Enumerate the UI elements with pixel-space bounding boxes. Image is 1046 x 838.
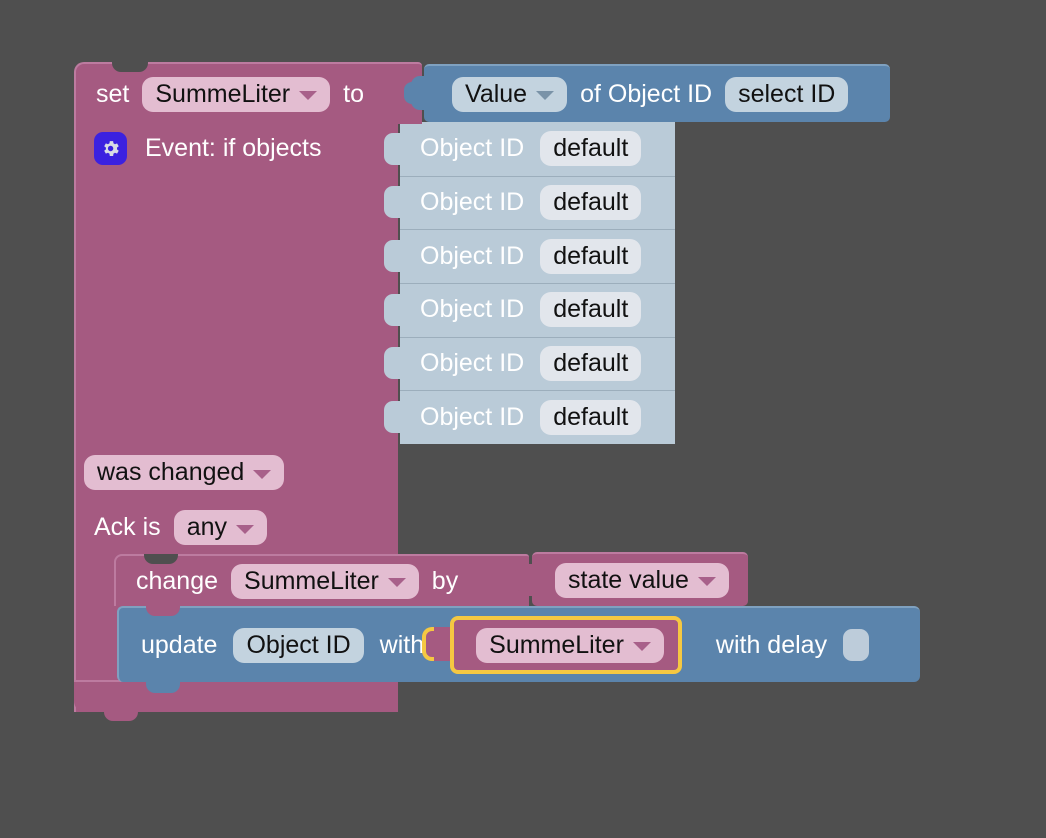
trigger-dropdown-row[interactable]: was changed <box>84 455 285 490</box>
object-id-row-connector <box>384 240 405 273</box>
object-id-label: Object ID <box>420 187 525 216</box>
ack-label: Ack is <box>94 513 161 541</box>
set-keyword-label: set <box>96 79 130 108</box>
update-object-block[interactable]: update Object ID with SummeLiter with de… <box>117 606 920 682</box>
ack-value-label: any <box>186 513 227 541</box>
summeliter-variable-block[interactable]: SummeLiter <box>450 616 682 674</box>
change-keyword-label: change <box>136 566 219 595</box>
chevron-down-icon <box>299 91 318 100</box>
object-id-row[interactable]: Object ID default <box>384 229 675 283</box>
event-block-bottom-tab <box>104 710 138 721</box>
variable-block-left-connector <box>422 627 451 661</box>
object-id-value-field[interactable]: default <box>540 292 642 328</box>
object-id-label: Object ID <box>420 348 525 377</box>
update-with-label: with <box>379 630 425 659</box>
object-id-value-field[interactable]: default <box>540 131 642 167</box>
object-id-value-field[interactable]: default <box>540 345 642 381</box>
ack-dropdown[interactable]: any <box>173 510 267 545</box>
update-keyword-label: update <box>141 630 218 659</box>
of-object-id-label: of Object ID <box>580 79 713 108</box>
set-variable-dropdown[interactable]: SummeLiter <box>142 76 331 112</box>
event-title-label: Event: if objects <box>145 134 322 162</box>
summeliter-variable-dropdown[interactable]: SummeLiter <box>476 627 664 663</box>
chevron-down-icon <box>632 642 651 651</box>
set-variable-label: SummeLiter <box>155 79 291 108</box>
event-block-header: Event: if objects <box>94 132 321 165</box>
update-block-top-notch <box>146 606 180 616</box>
object-id-row[interactable]: Object ID default <box>384 390 675 444</box>
chevron-down-icon <box>387 578 406 587</box>
ack-row: Ack is any <box>94 510 267 545</box>
chevron-down-icon <box>697 577 716 586</box>
object-id-row[interactable]: Object ID default <box>384 337 675 391</box>
chevron-down-icon <box>536 91 555 100</box>
change-variable-dropdown[interactable]: SummeLiter <box>231 563 419 599</box>
set-block-top-notch <box>112 62 148 72</box>
object-id-row-separator <box>400 390 675 392</box>
object-id-row[interactable]: Object ID default <box>384 283 675 337</box>
value-block-left-connector <box>404 76 428 110</box>
object-id-label: Object ID <box>420 241 525 270</box>
trigger-dropdown[interactable]: was changed <box>84 455 285 490</box>
object-id-row-connector <box>384 347 405 380</box>
state-value-block[interactable]: state value <box>532 552 748 606</box>
object-id-row[interactable]: Object ID default <box>384 176 675 230</box>
object-id-row-connector <box>384 293 405 326</box>
change-by-label: by <box>431 566 459 595</box>
object-id-value-field[interactable]: default <box>540 399 642 435</box>
event-block-bottom-bar <box>74 680 398 712</box>
set-to-label: to <box>343 79 364 108</box>
object-id-row-separator <box>400 229 675 231</box>
value-type-dropdown[interactable]: Value <box>452 76 568 112</box>
value-type-label: Value <box>465 79 528 108</box>
state-value-dropdown[interactable]: state value <box>555 562 729 598</box>
chevron-down-icon <box>253 469 272 479</box>
update-delay-label: with delay <box>715 630 828 659</box>
update-block-bottom-tab <box>146 682 180 693</box>
object-id-label: Object ID <box>420 402 525 431</box>
change-variable-block[interactable]: change SummeLiter by <box>114 554 529 606</box>
change-block-top-notch <box>144 554 178 564</box>
object-id-row-connector <box>384 186 405 219</box>
state-value-left-connector <box>512 564 536 596</box>
object-id-value-field[interactable]: default <box>540 184 642 220</box>
gear-icon[interactable] <box>94 132 127 165</box>
update-object-id-field[interactable]: Object ID <box>233 627 364 663</box>
state-value-label: state value <box>568 565 689 594</box>
object-id-label: Object ID <box>420 295 525 324</box>
highlighted-variable-wrapper: SummeLiter <box>422 616 682 674</box>
object-id-row[interactable]: Object ID default <box>384 122 675 176</box>
object-id-label: Object ID <box>420 134 525 163</box>
summeliter-variable-label: SummeLiter <box>489 630 624 659</box>
get-value-of-object-block[interactable]: Value of Object ID select ID <box>424 64 890 122</box>
trigger-label: was changed <box>97 458 245 486</box>
object-id-row-connector <box>384 132 405 165</box>
object-id-row-separator <box>400 336 675 338</box>
change-variable-label: SummeLiter <box>244 566 379 595</box>
object-id-row-separator <box>400 175 675 177</box>
update-delay-input[interactable] <box>843 629 870 661</box>
set-variable-block[interactable]: set SummeLiter to <box>74 62 422 124</box>
select-id-button[interactable]: select ID <box>725 76 849 112</box>
chevron-down-icon <box>236 524 254 534</box>
object-id-row-connector <box>384 401 405 434</box>
object-id-row-separator <box>400 283 675 284</box>
object-id-value-field[interactable]: default <box>540 238 642 274</box>
